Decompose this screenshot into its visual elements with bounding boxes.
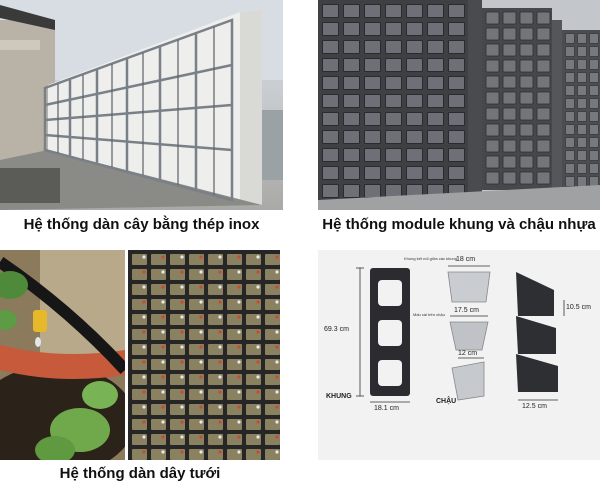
note-frame-top: Khung kết nối giữa các khung bbox=[404, 256, 457, 261]
steel-frame-illustration bbox=[0, 0, 283, 210]
label-frame-width: 18.1 cm bbox=[374, 405, 399, 412]
label-pot-mid-width: 17.5 cm bbox=[454, 307, 479, 314]
label-stack-width: 12.5 cm bbox=[522, 403, 547, 410]
label-pot-top-width: 18 cm bbox=[456, 256, 476, 263]
module-wall-illustration bbox=[318, 0, 600, 210]
irrigation-closeup-photo bbox=[0, 250, 125, 460]
label-pot-bottom-width: 12 cm bbox=[458, 350, 478, 357]
irrigation-closeup-illustration bbox=[0, 250, 125, 460]
dripper-wall-illustration bbox=[128, 250, 280, 460]
caption-steel-frame: Hệ thống dàn cây bằng thép inox bbox=[23, 216, 260, 233]
label-stack-height: 10.5 cm bbox=[566, 304, 591, 311]
module-wall-photo bbox=[318, 0, 600, 210]
steel-frame-photo bbox=[0, 0, 283, 210]
label-pot: CHẬU bbox=[436, 398, 457, 405]
caption-module-pots: Hệ thống module khung và chậu nhựa bbox=[322, 216, 596, 233]
diagram-drawing bbox=[356, 265, 565, 403]
note-pot-mount: Mấu cài trên chậu bbox=[413, 312, 445, 317]
dripper-wall-photo bbox=[128, 250, 280, 460]
label-frame-height: 69.3 cm bbox=[324, 326, 349, 333]
label-frame: KHUNG bbox=[326, 393, 352, 400]
caption-irrigation: Hệ thống dàn dây tưới bbox=[59, 465, 221, 482]
dimension-diagram: Khung kết nối giữa các khung Mấu cài trê… bbox=[318, 250, 600, 460]
